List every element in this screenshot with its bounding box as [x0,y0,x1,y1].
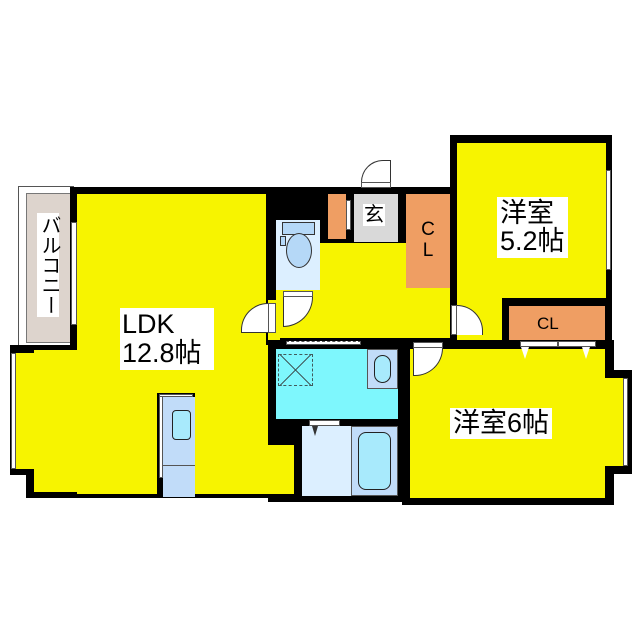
washing-machine-pan-icon [278,354,313,386]
ldk-bay [16,353,36,469]
front-door[interactable] [361,160,391,182]
bathroom-door-hinge-icon [312,426,318,436]
closet-2-label: CL [537,314,559,333]
western-room-2-bay [605,378,623,466]
closet-2[interactable] [509,306,605,340]
balcony-label: バルコニー [37,213,60,317]
closet-2-door-right [558,341,596,347]
ldk-corner [260,445,294,494]
counter-divider [163,465,195,466]
western-room-1-name: 洋室 [500,198,554,228]
bathtub-basin-icon [358,432,391,490]
shoe-cabinet[interactable] [328,194,346,239]
counter-top [159,394,193,397]
entrance-door-gap [361,182,391,188]
western-room-1-window [606,170,611,270]
closet-1-label-c: C [421,219,435,240]
closet-1-label: C L [420,219,436,262]
entrance-label: 玄 [363,204,385,226]
western-room-2-window [623,378,628,466]
western-room-1-label: 洋室 5.2帖 [497,197,568,258]
closet-2-hinge-icon [521,347,529,359]
ldk-label: LDK 12.8帖 [120,308,214,370]
ldk-name: LDK [122,309,175,339]
toilet-door-gap [283,291,313,297]
western-room-1-size: 5.2帖 [500,226,565,257]
ldk-balcony-window [71,222,77,325]
ldk-bay-window [11,353,16,469]
ldk-door-gap [268,303,276,333]
closet-2-door-left [520,341,558,347]
bathroom-door [309,420,340,426]
toilet-handle-icon [280,236,286,246]
western-room-2-label: 洋室6帖 [450,408,553,439]
toilet-bowl-icon [286,233,312,268]
sink-icon [172,410,191,440]
shoe-cabinet-door [346,200,351,230]
washbasin-bowl-icon [374,355,391,383]
closet-1-label-l: L [422,239,434,261]
washroom-door [286,341,361,345]
closet-2-hinge-icon [582,347,590,359]
closet-1[interactable] [406,194,450,288]
ldk-size: 12.8帖 [122,338,202,368]
